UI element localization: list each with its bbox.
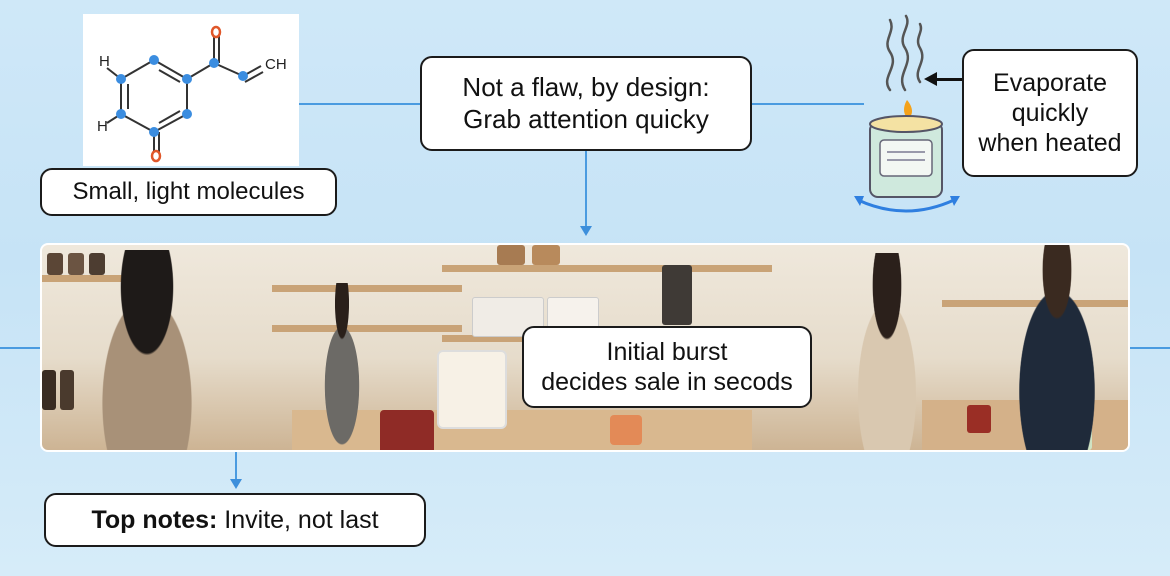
top-callout-line1: Not a flaw, by design: — [462, 72, 710, 103]
atom-label-h-top: H — [99, 53, 110, 70]
molecule-caption: Small, light molecules — [40, 168, 337, 216]
jar — [68, 253, 84, 275]
jar — [60, 370, 74, 410]
bottom-callout-bold: Top notes: — [91, 506, 218, 534]
bottom-callout: Top notes: Invite, not last — [44, 493, 426, 547]
top-center-callout: Not a flaw, by design: Grab attention qu… — [420, 56, 752, 151]
photo-callout-line2: decides sale in secods — [541, 368, 793, 396]
jar — [532, 245, 560, 265]
arrow-to-steam-head — [924, 72, 937, 86]
candle-jar — [380, 410, 434, 450]
shelf — [442, 265, 772, 272]
candle-callout: Evaporate quickly when heated — [962, 49, 1138, 177]
candle-icon — [854, 14, 960, 213]
bottom-callout-rest: Invite, not last — [217, 506, 379, 534]
person-man-right — [1002, 245, 1112, 450]
molecule-caption-text: Small, light molecules — [72, 177, 305, 205]
connector-callout-to-photo — [585, 151, 587, 227]
candle-callout-line2: quickly — [1011, 99, 1089, 127]
atom-label-ch: CH — [265, 56, 287, 73]
connector-right-edge — [1130, 347, 1170, 349]
molecule-diagram: H H CH — [97, 25, 287, 163]
person-woman-left — [82, 250, 212, 450]
person-background — [312, 283, 372, 450]
arrow-to-steam — [936, 78, 962, 81]
candle-callout-line1: Evaporate — [993, 69, 1107, 97]
connector-molecule-to-callout — [299, 103, 420, 105]
arrowhead-down-to-photo — [580, 226, 592, 236]
candle-callout-line3: when heated — [978, 129, 1122, 157]
molecule-structure: H H CH — [83, 14, 299, 166]
arrowhead-down-to-bottom-callout — [230, 479, 242, 489]
jar — [42, 370, 56, 410]
jar — [662, 265, 692, 325]
candle-jar — [967, 405, 991, 433]
atom-label-h-bottom: H — [97, 118, 108, 135]
photo-callout-line1: Initial burst — [606, 338, 728, 366]
person-woman-right — [842, 253, 932, 450]
jar — [497, 245, 525, 265]
photo-callout: Initial burst decides sale in secods — [522, 326, 812, 408]
connector-left-edge — [0, 347, 40, 349]
connector-photo-to-bottom — [235, 452, 237, 480]
candle-jar — [437, 350, 507, 429]
top-callout-line2: Grab attention quicky — [463, 103, 709, 134]
candle-jar — [610, 415, 642, 445]
connector-callout-to-candle — [752, 103, 864, 105]
jar — [47, 253, 63, 275]
